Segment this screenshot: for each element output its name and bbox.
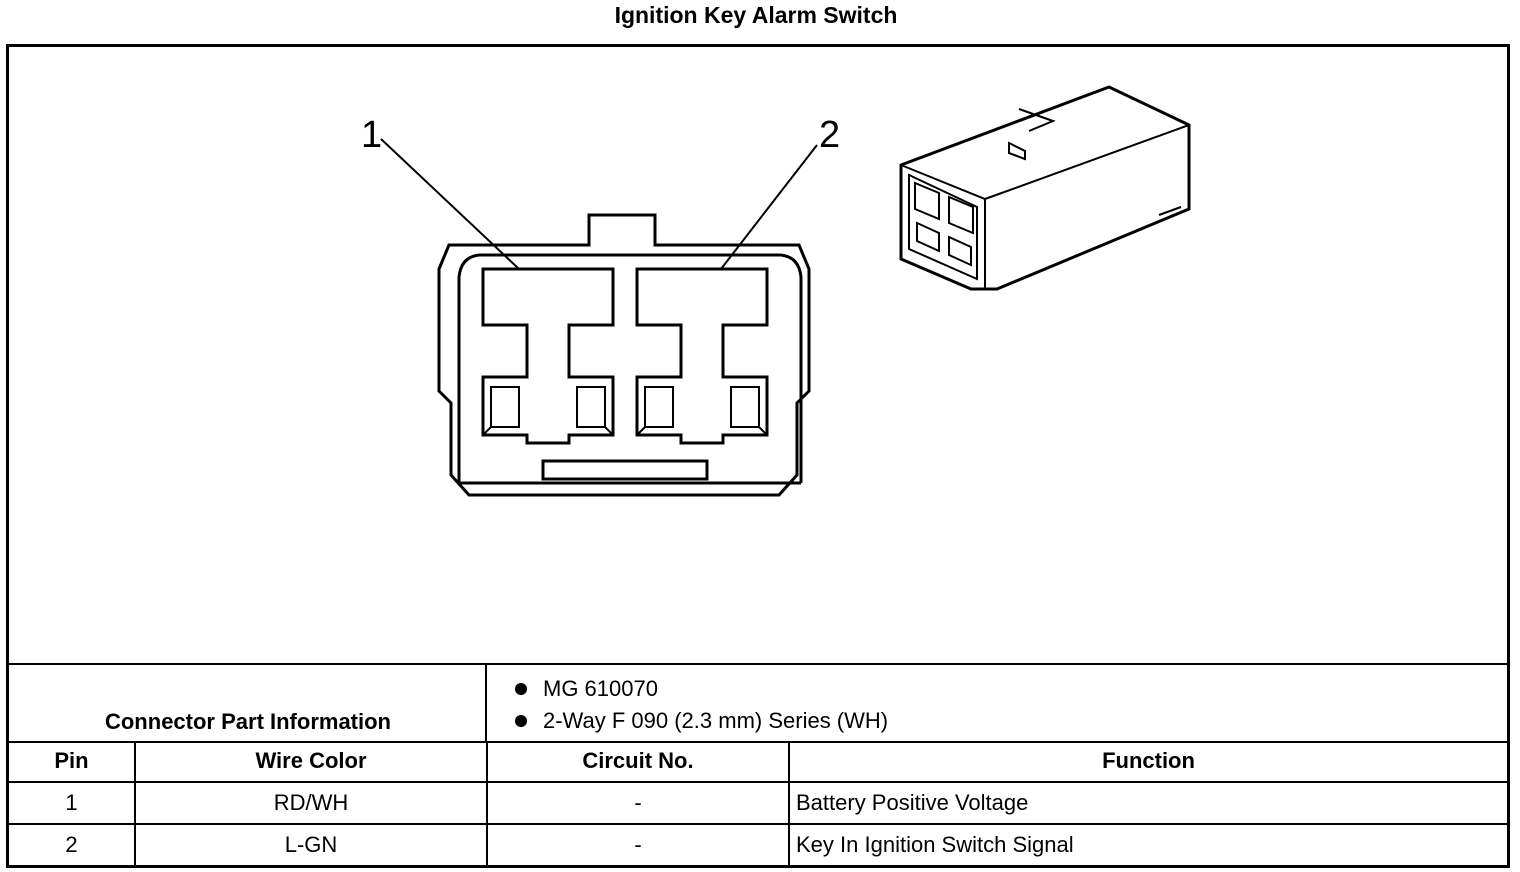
connector-part-info-list: MG 610070 2-Way F 090 (2.3 mm) Series (W… — [507, 673, 888, 737]
connector-isometric — [899, 85, 1191, 291]
connector-face-outline — [437, 213, 811, 497]
connector-diagram: 1 2 — [9, 47, 1507, 663]
header-circuit-no: Circuit No. — [486, 741, 790, 783]
cell-pin: 2 — [9, 823, 136, 865]
pin-2-leader — [720, 144, 818, 270]
list-item: 2-Way F 090 (2.3 mm) Series (WH) — [507, 705, 888, 737]
connector-frame: 1 2 Connector Part Information MG 610070… — [6, 44, 1510, 868]
connector-part-info-label: Connector Part Information — [9, 665, 487, 741]
cell-wire-color: L-GN — [134, 823, 488, 865]
header-function: Function — [788, 741, 1507, 783]
cell-function: Battery Positive Voltage — [788, 781, 1507, 825]
diagram-title: Ignition Key Alarm Switch — [614, 2, 898, 28]
table-row: 2 L-GN - Key In Ignition Switch Signal — [9, 823, 1507, 865]
pin-label-2: 2 — [819, 114, 840, 156]
cell-function: Key In Ignition Switch Signal — [788, 823, 1507, 865]
table-header-row: Pin Wire Color Circuit No. Function — [9, 741, 1507, 783]
pin-label-1: 1 — [361, 114, 382, 156]
table-row: 1 RD/WH - Battery Positive Voltage — [9, 781, 1507, 825]
cell-circuit: - — [486, 823, 790, 865]
connector-face-inner — [457, 253, 803, 483]
pin-table: Pin Wire Color Circuit No. Function 1 RD… — [9, 741, 1507, 865]
cavity-1 — [481, 267, 615, 445]
list-item: MG 610070 — [507, 673, 888, 705]
connector-illustration: 1 2 — [361, 85, 1191, 497]
cell-wire-color: RD/WH — [134, 781, 488, 825]
header-pin: Pin — [9, 741, 136, 783]
header-wire-color: Wire Color — [134, 741, 488, 783]
cell-pin: 1 — [9, 781, 136, 825]
latch-tab — [541, 459, 709, 481]
connector-part-info: Connector Part Information MG 610070 2-W… — [9, 663, 1507, 743]
cell-circuit: - — [486, 781, 790, 825]
cavity-2 — [635, 267, 769, 445]
pin-1-leader — [380, 138, 520, 270]
